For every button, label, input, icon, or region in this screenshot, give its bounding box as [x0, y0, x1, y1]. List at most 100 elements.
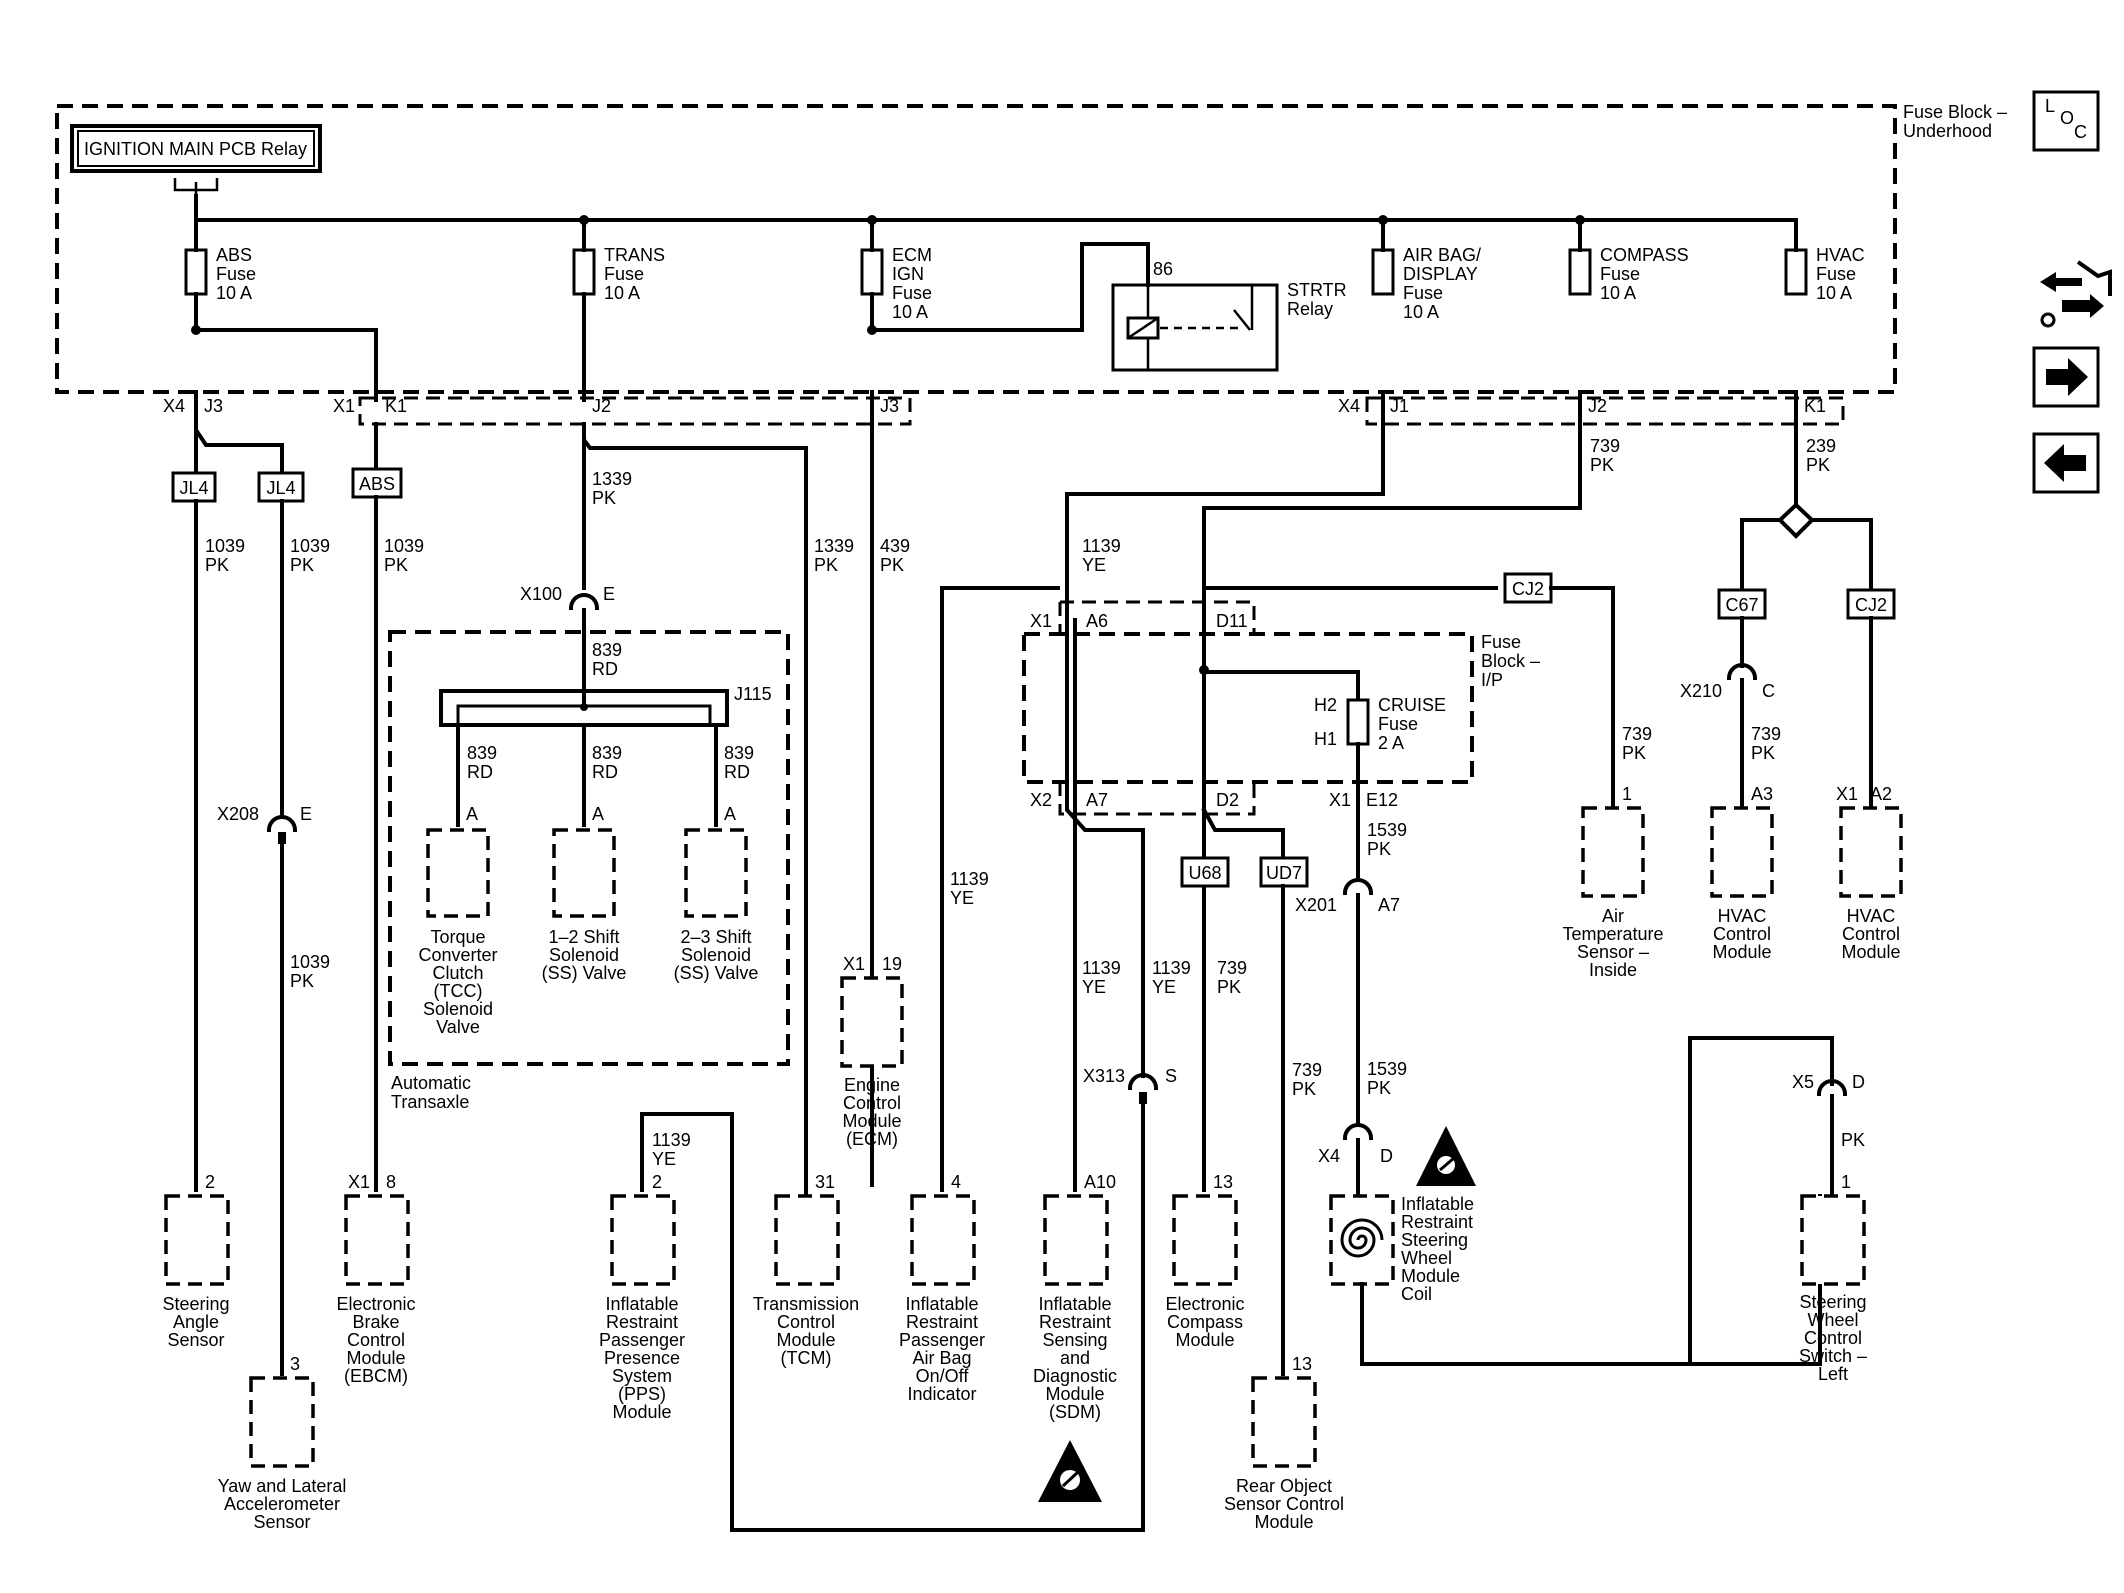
connector-x4-coil: X4 D: [1318, 1123, 1393, 1166]
main-bus: [194, 194, 1798, 222]
airbag-warning-icon: [1416, 1126, 1476, 1186]
splice-c67: C67: [1717, 588, 1767, 620]
svg-text:86: 86: [1153, 259, 1173, 279]
svg-text:X210: X210: [1680, 681, 1722, 701]
svg-text:X4 J3 X1 K1 J2: X4 J3 X1 K1 J2 J3 X4 J1 J2 K1: [163, 396, 1826, 416]
svg-text:S: S: [1165, 1066, 1177, 1086]
svg-text:2: 2: [652, 1172, 662, 1192]
svg-text:H1: H1: [1314, 729, 1337, 749]
svg-text:C67: C67: [1725, 595, 1758, 615]
connector-x100: X100 E: [520, 584, 615, 611]
svg-text:PK: PK: [1841, 1130, 1865, 1150]
splice-abs: ABS: [351, 467, 403, 499]
svg-text:X100: X100: [520, 584, 562, 604]
previous-page-button[interactable]: [2032, 432, 2100, 494]
svg-text:A3: A3: [1751, 784, 1773, 804]
svg-text:CJ2: CJ2: [1855, 595, 1887, 615]
svg-text:UD7: UD7: [1266, 863, 1302, 883]
svg-text:U68: U68: [1188, 863, 1221, 883]
svg-text:O: O: [2060, 108, 2074, 128]
svg-text:A7: A7: [1378, 895, 1400, 915]
svg-text:A: A: [466, 804, 478, 824]
svg-text:JL4: JL4: [179, 478, 208, 498]
svg-text:D: D: [1380, 1146, 1393, 1166]
svg-text:ABS: ABS: [359, 474, 395, 494]
previous-arrow-icon: [2044, 444, 2086, 482]
svg-text:13: 13: [1292, 1354, 1312, 1374]
svg-text:X18: X18: [348, 1172, 396, 1192]
schematic-link-icon[interactable]: [2040, 260, 2112, 328]
svg-text:X4: X4: [1318, 1146, 1340, 1166]
svg-text:1: 1: [1841, 1172, 1851, 1192]
next-arrow-icon: [2046, 358, 2088, 396]
locator-button[interactable]: L O C: [2032, 90, 2100, 152]
connector-x210: X210 C: [1680, 663, 1775, 701]
svg-text:13: 13: [1213, 1172, 1233, 1192]
svg-text:3: 3: [290, 1354, 300, 1374]
svg-text:X313: X313: [1083, 1066, 1125, 1086]
svg-text:J115: J115: [734, 684, 772, 704]
svg-text:31: 31: [815, 1172, 835, 1192]
airbag-warning-icon-sdm: [1038, 1440, 1102, 1502]
next-page-button[interactable]: [2032, 346, 2100, 408]
svg-text:C: C: [1762, 681, 1775, 701]
svg-text:H2: H2: [1314, 695, 1337, 715]
svg-text:CJ2: CJ2: [1512, 579, 1544, 599]
svg-text:X201: X201: [1295, 895, 1337, 915]
svg-text:JL4: JL4: [266, 478, 295, 498]
